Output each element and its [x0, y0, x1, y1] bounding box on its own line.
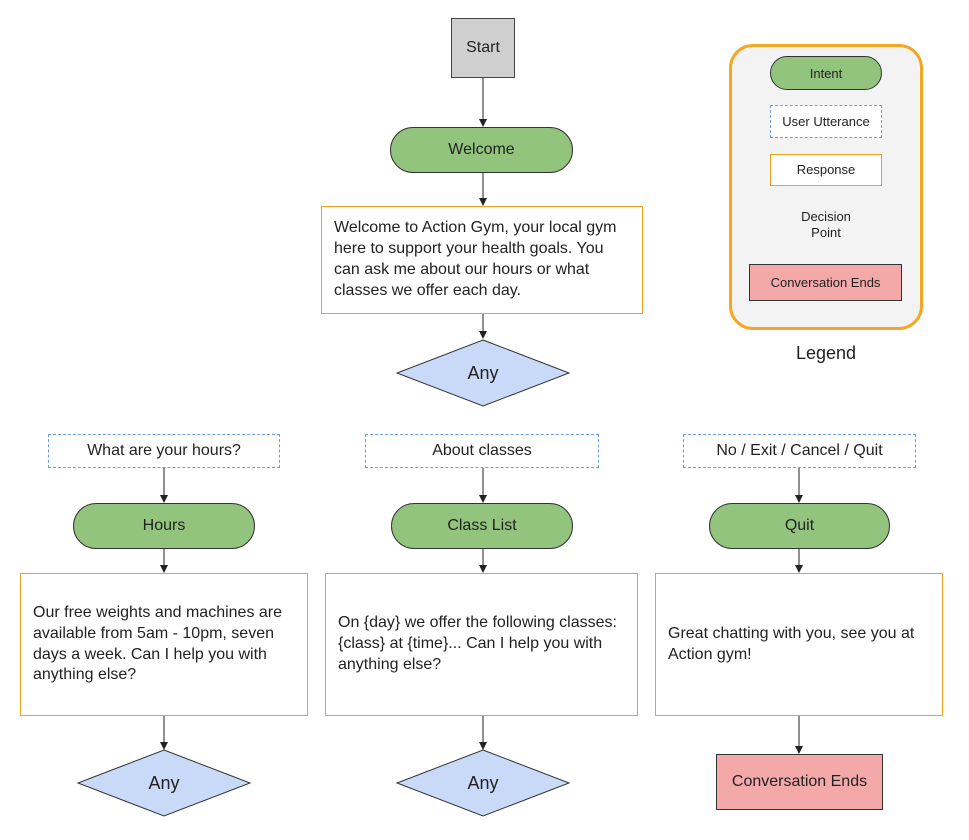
- legend-response-label: Response: [796, 161, 856, 177]
- response-quit: Great chatting with you, see you at Acti…: [655, 573, 943, 716]
- legend-decision-line2: Point: [811, 225, 841, 240]
- legend-utterance-label: User Utterance: [782, 114, 870, 129]
- welcome-intent: Welcome: [390, 127, 573, 173]
- legend-decision-line1: Decision: [801, 209, 851, 225]
- legend-title: Legend: [795, 343, 857, 363]
- any-left-label: Any: [148, 772, 180, 793]
- decision-diamond-left: [76, 749, 252, 817]
- legend-decision-label: Decision Point: [776, 206, 876, 244]
- utterance-classes-label: About classes: [432, 442, 532, 459]
- legend-intent: Intent: [770, 56, 882, 90]
- legend-utterance: User Utterance: [770, 105, 882, 138]
- utterance-quit-label: No / Exit / Cancel / Quit: [716, 442, 883, 459]
- response-quit-text: Great chatting with you, see you at Acti…: [668, 624, 915, 663]
- response-classes: On {day} we offer the following classes:…: [325, 573, 638, 716]
- start-node: Start: [451, 18, 515, 78]
- utterance-classes: About classes: [365, 434, 599, 468]
- welcome-intent-label: Welcome: [448, 141, 515, 158]
- utterance-hours: What are your hours?: [48, 434, 280, 468]
- intent-quit: Quit: [709, 503, 890, 549]
- utterance-quit: No / Exit / Cancel / Quit: [683, 434, 916, 468]
- welcome-response-text: Welcome to Action Gym, your local gym he…: [334, 219, 617, 299]
- response-hours: Our free weights and machines are availa…: [20, 573, 308, 716]
- start-label: Start: [466, 39, 500, 56]
- legend-end-label: Conversation Ends: [770, 275, 881, 290]
- legend-intent-label: Intent: [809, 65, 843, 81]
- decision-diamond-top: [395, 339, 571, 407]
- intent-quit-label: Quit: [784, 517, 815, 534]
- intent-classes-label: Class List: [447, 517, 517, 534]
- intent-classes: Class List: [391, 503, 573, 549]
- conversation-ends-label: Conversation Ends: [731, 773, 868, 790]
- utterance-hours-label: What are your hours?: [87, 442, 241, 459]
- legend-response: Response: [770, 154, 882, 186]
- response-classes-text: On {day} we offer the following classes:…: [338, 614, 617, 673]
- intent-hours-label: Hours: [142, 517, 186, 534]
- legend-end: Conversation Ends: [749, 264, 902, 301]
- any-mid-label: Any: [467, 772, 499, 793]
- welcome-response: Welcome to Action Gym, your local gym he…: [321, 206, 643, 314]
- any-top-label: Any: [467, 362, 499, 383]
- conversation-ends-node: Conversation Ends: [716, 754, 883, 810]
- response-hours-text: Our free weights and machines are availa…: [33, 603, 283, 684]
- decision-diamond-mid: [395, 749, 571, 817]
- intent-hours: Hours: [73, 503, 255, 549]
